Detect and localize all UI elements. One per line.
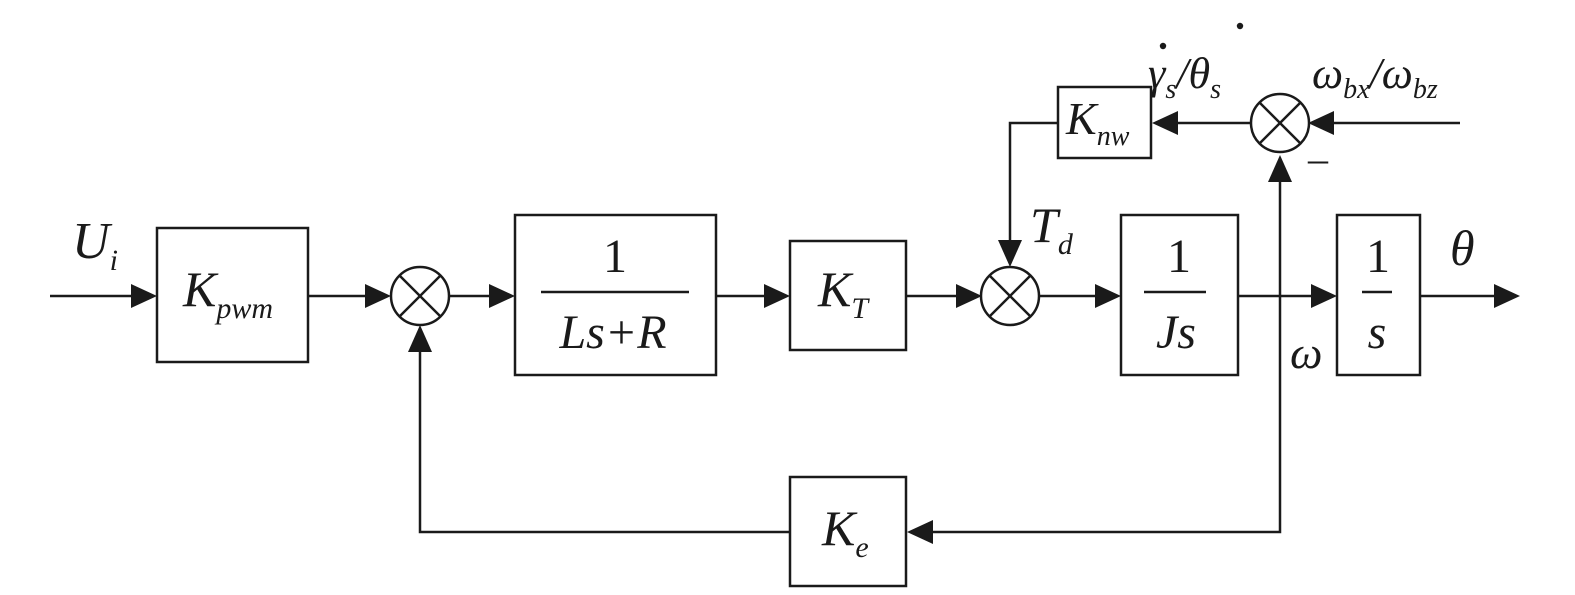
label-output-theta: θ <box>1450 220 1475 276</box>
label-attitude-rate: γs/θs <box>1148 49 1221 105</box>
arrow-into-kpwm <box>131 284 157 308</box>
block-k-t: KT <box>788 239 908 352</box>
arrow-into-sum2-top <box>998 240 1022 267</box>
block-inertia-numerator: 1 <box>1167 230 1191 283</box>
label-reference: ωbx/ωbz <box>1312 49 1438 105</box>
arrow-output <box>1494 284 1520 308</box>
block-k-pwm: Kpwm <box>155 226 310 364</box>
block-k-e-label: Ke <box>821 500 869 564</box>
arrow-into-sum1 <box>365 284 391 308</box>
block-k-t-label: KT <box>817 261 870 325</box>
block-integrator-denominator: s <box>1368 306 1387 359</box>
label-input-u: Ui <box>72 213 118 277</box>
wire-ke-to-sum1 <box>418 345 790 534</box>
block-electrical: 1 Ls+R <box>513 213 718 377</box>
block-inertia-denominator: Js <box>1156 306 1196 359</box>
derivative-dot-gamma <box>1159 42 1167 50</box>
arrow-into-sum3-bottom <box>1268 155 1292 182</box>
summing-junction-3 <box>1249 92 1311 154</box>
label-minus-sign: – <box>1307 136 1329 181</box>
arrow-into-knw <box>1152 111 1178 135</box>
summing-junction-1 <box>389 265 451 327</box>
block-integrator-numerator: 1 <box>1366 230 1390 283</box>
arrow-into-sum1-bottom <box>408 325 432 352</box>
arrow-into-electrical <box>489 284 515 308</box>
arrow-into-sum3-right <box>1308 111 1334 135</box>
block-integrator: 1 s <box>1335 213 1422 377</box>
wire-knw-to-sum2 <box>1008 121 1058 245</box>
block-electrical-numerator: 1 <box>603 230 627 283</box>
block-inertia: 1 Js <box>1119 213 1240 377</box>
block-k-e: Ke <box>788 475 908 588</box>
block-electrical-denominator: Ls+R <box>558 306 666 359</box>
arrow-into-sum2 <box>956 284 982 308</box>
block-k-nw-label: Knw <box>1065 93 1130 152</box>
arrow-into-integrator <box>1311 284 1337 308</box>
block-k-nw: Knw <box>1056 85 1153 160</box>
arrow-into-ke <box>907 520 933 544</box>
arrow-into-kt <box>764 284 790 308</box>
block-k-pwm-label: Kpwm <box>182 261 273 325</box>
wire-speed-feedback <box>930 296 1282 534</box>
label-speed-omega: ω <box>1290 327 1322 378</box>
label-disturbance-td: Td <box>1030 197 1074 261</box>
summing-junction-2 <box>979 265 1041 327</box>
derivative-dot-theta <box>1236 22 1244 30</box>
arrow-into-inertia <box>1095 284 1121 308</box>
